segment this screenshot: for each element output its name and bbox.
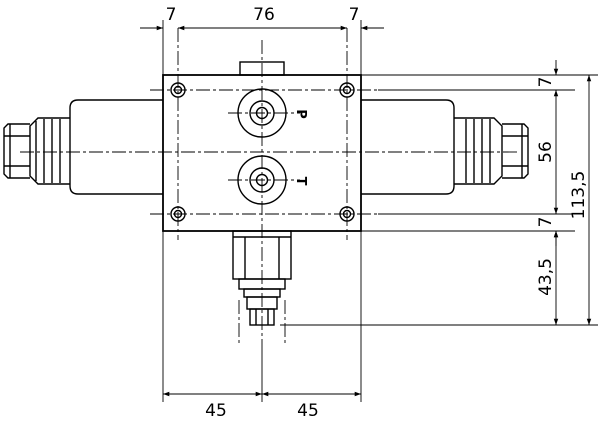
left-solenoid [3, 99, 163, 195]
dim-right-spacing: 56 [536, 141, 556, 163]
left-connector [29, 117, 70, 185]
dim-right-bottom: 7 [536, 217, 556, 228]
dim-top-right: 7 [349, 5, 360, 25]
dim-bottom-right: 45 [297, 401, 319, 421]
dim-top-left: 7 [166, 5, 177, 25]
right-solenoid [361, 99, 529, 195]
left-plug [3, 123, 30, 179]
right-plug [502, 123, 529, 179]
dim-right-outlet: 43,5 [536, 258, 556, 296]
dim-right-top: 7 [536, 77, 556, 88]
extension-lines [162, 20, 598, 402]
right-connector [454, 117, 503, 185]
port-label-t: T [293, 177, 308, 186]
dim-top-center: 76 [253, 5, 275, 25]
dim-right-overall: 113,5 [569, 171, 589, 220]
dim-bottom-left: 45 [205, 401, 227, 421]
dimension-lines [140, 25, 592, 397]
port-label-p: P [293, 109, 308, 119]
center-lines [20, 28, 520, 348]
